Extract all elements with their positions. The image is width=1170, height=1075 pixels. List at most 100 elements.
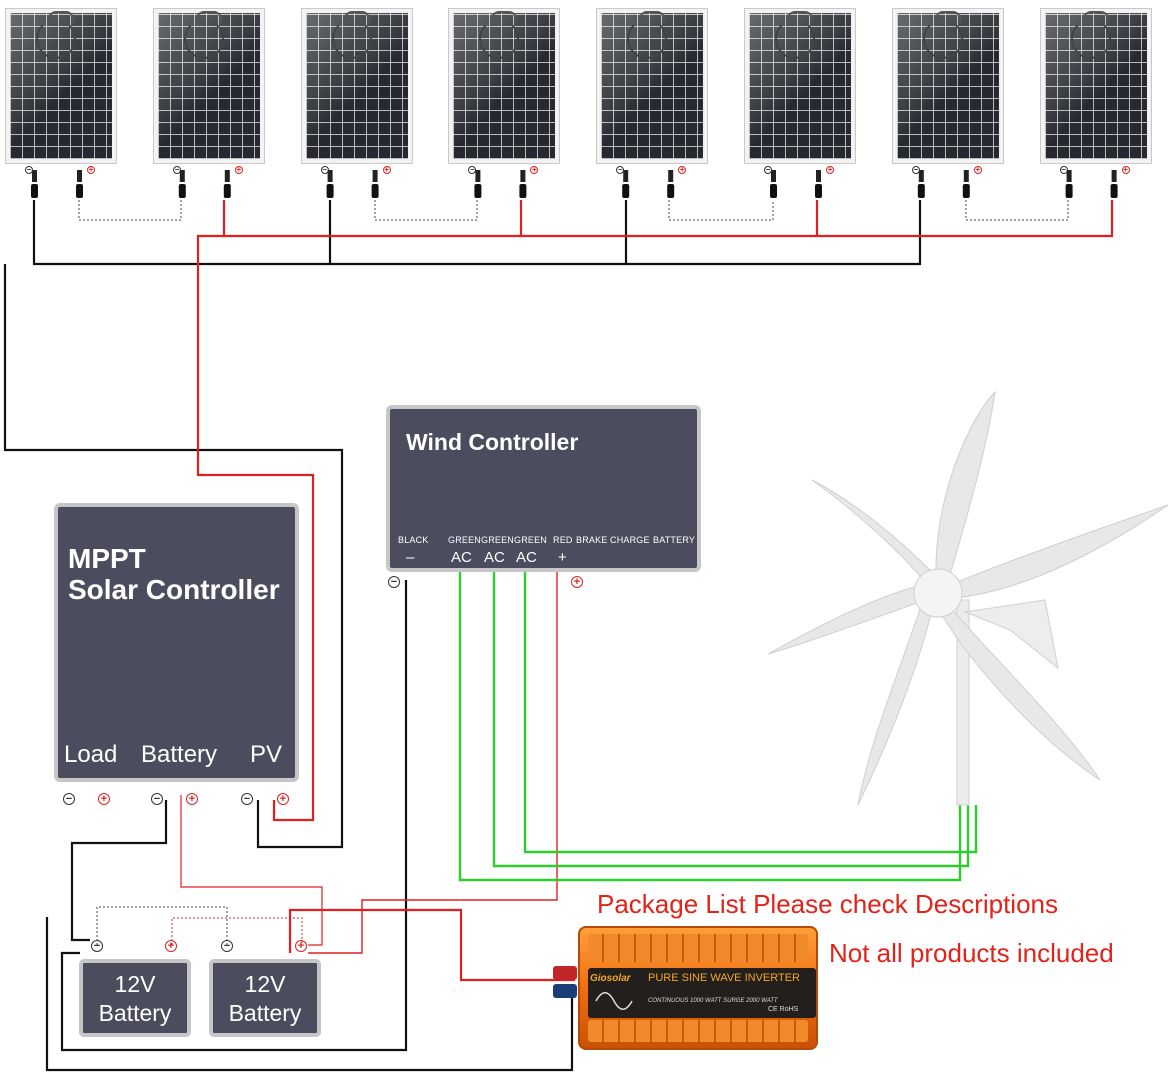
turbine-tower (956, 599, 970, 806)
mc4-connector (962, 170, 970, 198)
mc4-connector (1065, 170, 1073, 198)
mc4-connector (815, 170, 822, 198)
battery-1-voltage: 12V (114, 971, 156, 997)
mppt-battery-neg-wire (70, 800, 168, 942)
terminal-ac-3: AC (516, 549, 537, 566)
panel-negative-symbol: − (1059, 165, 1068, 174)
solar-panel (152, 8, 265, 164)
turbine-blade (939, 602, 1101, 781)
wind-controller: Wind Controller BLACK GREEN GREEN GREEN … (386, 405, 701, 572)
battery-2-voltage: 12V (244, 971, 286, 997)
wind-negative-symbol: − (388, 576, 400, 588)
panel-cable (183, 19, 224, 59)
sine-wave-icon (595, 992, 633, 1010)
mc4-connector (371, 170, 379, 198)
terminal-label-green-2: GREEN (481, 535, 515, 545)
mppt-terminal-battery: Battery (141, 741, 218, 768)
panel-negative-symbol: − (468, 165, 477, 174)
terminal-ac-1: AC (451, 549, 472, 566)
junction-box (934, 11, 961, 23)
junction-box (343, 11, 370, 23)
mppt-title-line2: Solar Controller (68, 574, 280, 605)
turbine-tail (963, 599, 1059, 670)
mppt-solar-controller: MPPT Solar Controller Load Battery PV (54, 503, 299, 782)
negative-bus-wire (32, 200, 922, 266)
battery-series-jumper (96, 906, 228, 945)
panel-positive-symbol: + (1121, 165, 1130, 174)
battery2-negative-symbol: − (221, 940, 233, 952)
ac-wire-3 (523, 566, 978, 854)
panel-cable (627, 19, 668, 59)
terminal-label-red: RED (553, 535, 573, 545)
panel-positive-symbol: + (234, 165, 243, 174)
battery-2: 12V Battery (209, 959, 321, 1037)
panel-negative-symbol: − (764, 165, 772, 174)
mc4-connector (326, 170, 334, 198)
mc4-connector (76, 170, 83, 198)
junction-box (787, 11, 813, 23)
battery2-positive-symbol: + (295, 940, 307, 952)
inverter-model: PURE SINE WAVE INVERTER (648, 972, 800, 984)
battery-parallel-jumper (171, 917, 303, 945)
mc4-connector (223, 170, 231, 198)
battery-outer-negative-wire (45, 917, 574, 1072)
terminal-ac-2: AC (484, 549, 505, 566)
panel-positive-symbol: + (826, 165, 834, 174)
battery-1: 12V Battery (79, 959, 191, 1037)
battery-1-label: Battery (98, 1000, 172, 1026)
battery-terminal-negative-symbol: − (151, 793, 163, 805)
mc4-connector (1110, 170, 1118, 198)
terminal-red-sign: + (558, 549, 567, 566)
solar-panel (448, 8, 561, 164)
turbine-blade (949, 504, 1169, 599)
mc4-connector (667, 170, 675, 198)
junction-box (1082, 11, 1109, 23)
inverter-heat-fins-lower (588, 1020, 808, 1042)
panel-cable (775, 19, 815, 59)
load-positive-symbol: + (98, 793, 110, 805)
solar-cells (453, 13, 556, 159)
panel-cable (331, 19, 372, 59)
solar-panel (596, 8, 709, 164)
solar-cells (601, 13, 704, 159)
turbine-hub (913, 568, 963, 618)
panel-connectors (31, 170, 1118, 198)
solar-panel (5, 8, 117, 164)
inverter-faceplate (588, 968, 816, 1018)
battery-2-label: Battery (228, 1000, 302, 1026)
terminal-label-black: BLACK (398, 535, 429, 545)
panel-negative-symbol: − (616, 165, 625, 174)
turbine-blade (935, 390, 996, 593)
terminal-black-sign: – (406, 549, 415, 566)
pv-positive-symbol: + (277, 793, 289, 805)
inverter-positive-wire (288, 908, 575, 982)
mppt-title: MPPT Solar Controller (68, 543, 280, 605)
wind-controller-title: Wind Controller (406, 429, 579, 455)
terminal-label-green-1: GREEN (448, 535, 482, 545)
panel-cable (479, 19, 520, 59)
turbine-blade (811, 479, 936, 583)
terminal-label-battery: BATTERY (653, 535, 696, 545)
pv-negative-symbol: − (241, 793, 253, 805)
ac-wire-2 (492, 566, 970, 868)
solar-panel (1039, 8, 1152, 164)
load-negative-symbol: − (63, 793, 75, 805)
mc4-connector (917, 170, 925, 198)
inverter-brand: Giosolar (590, 973, 631, 984)
solar-panel (744, 8, 856, 164)
terminal-label-charge: CHARGE (610, 535, 650, 545)
mppt-terminal-load: Load (64, 741, 118, 768)
terminal-label-green-3: GREEN (514, 535, 548, 545)
pv-negative-wire (3, 264, 344, 849)
wind-turbine (767, 390, 1169, 806)
panel-positive-symbol: + (530, 165, 539, 174)
not-all-products-note: Not all products included (829, 938, 1114, 968)
wind-negative-wire (60, 580, 408, 1052)
positive-bus-wire (196, 200, 1114, 822)
mc4-connector (474, 170, 482, 198)
mppt-battery-pos-wire (180, 795, 323, 946)
ac-wire-1 (458, 566, 962, 882)
turbine-blade (767, 584, 926, 655)
